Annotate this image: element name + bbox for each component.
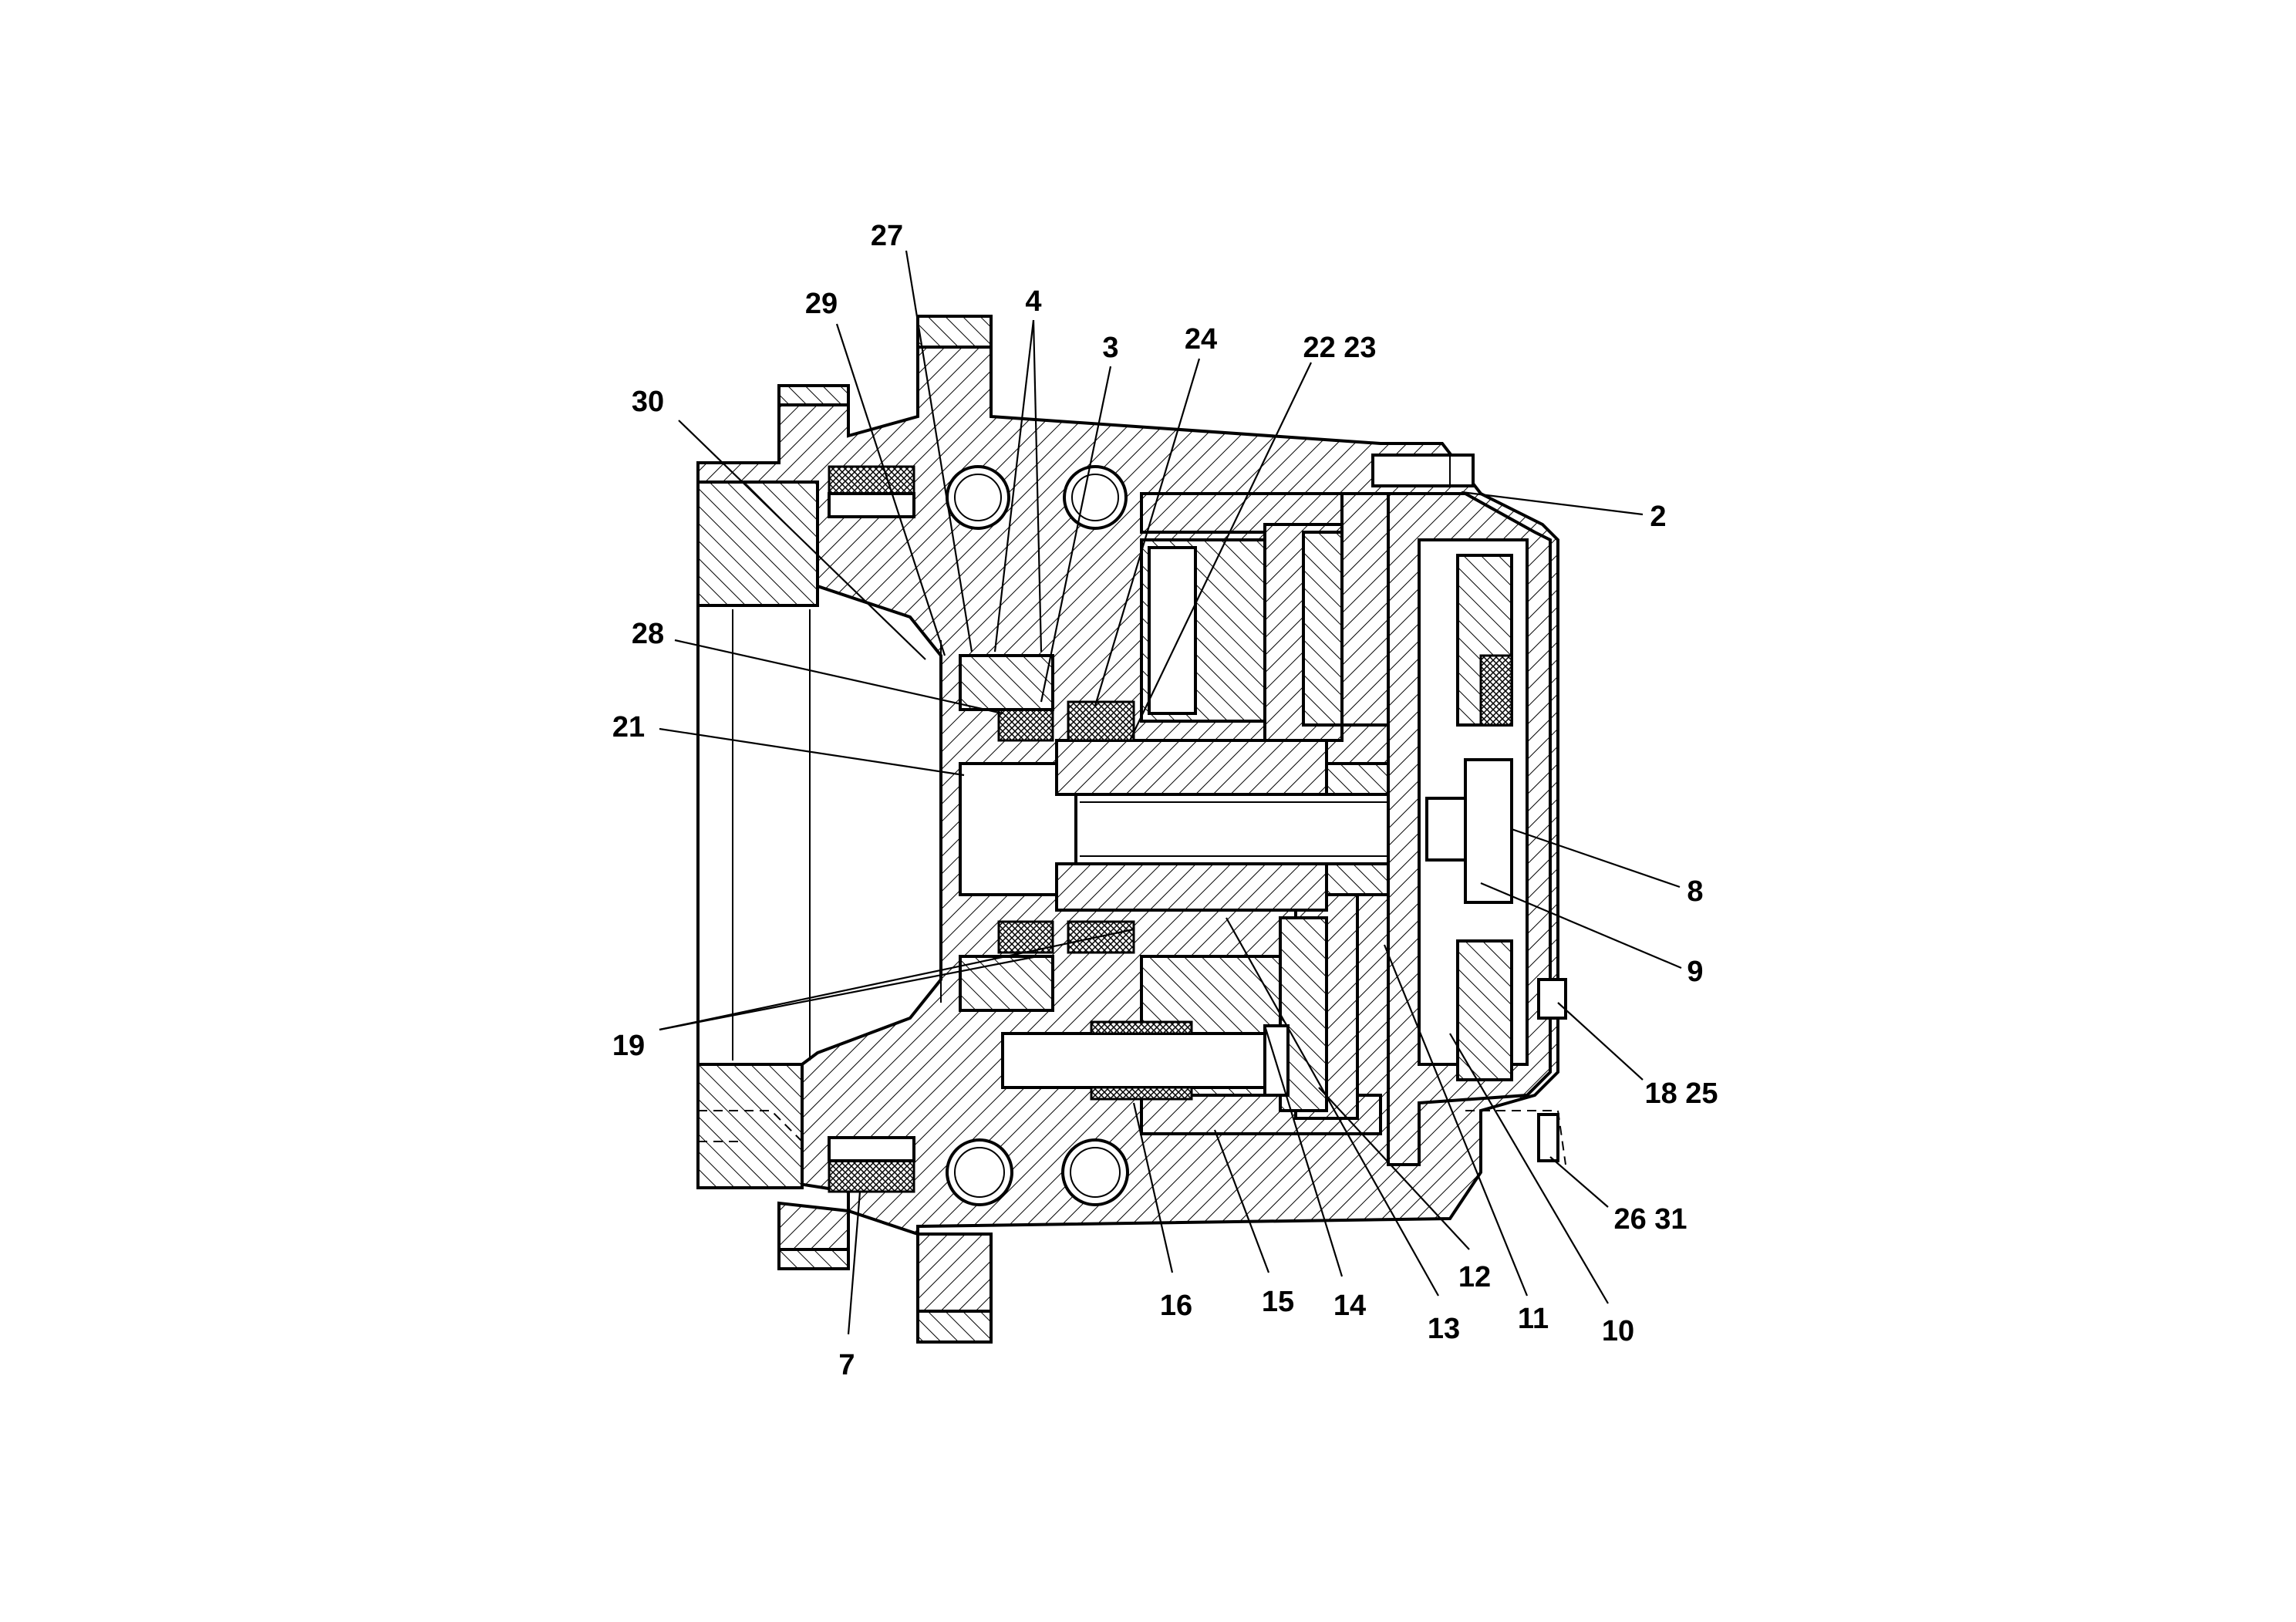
callout-19: 19 — [612, 1030, 645, 1062]
brake-springs — [959, 654, 1135, 1012]
callout-10: 10 — [1602, 1315, 1634, 1347]
callout-24: 24 — [1185, 323, 1217, 356]
callout-12: 12 — [1458, 1261, 1491, 1293]
callout-26-31: 26 31 — [1613, 1203, 1687, 1236]
callout-22-23: 22 23 — [1303, 332, 1376, 364]
leader-lines — [659, 250, 1682, 1335]
callout-29: 29 — [805, 288, 838, 320]
callout-15: 15 — [1262, 1286, 1294, 1318]
flange-holes — [698, 315, 1566, 1344]
cover — [1371, 454, 1567, 1166]
callout-30: 30 — [632, 386, 664, 418]
callout-9: 9 — [1687, 956, 1703, 988]
callout-13: 13 — [1428, 1313, 1460, 1345]
callout-7: 7 — [838, 1349, 855, 1381]
callout-8: 8 — [1687, 875, 1703, 908]
callout-21: 21 — [612, 711, 645, 744]
callout-3: 3 — [1102, 332, 1118, 364]
callout-18-25: 18 25 — [1644, 1077, 1718, 1110]
callout-16: 16 — [1160, 1290, 1192, 1322]
main-bearings — [946, 465, 1129, 1206]
callout-28: 28 — [632, 618, 664, 650]
callout-14: 14 — [1333, 1290, 1366, 1322]
floating-seals — [828, 465, 915, 1193]
callout-2: 2 — [1650, 501, 1666, 533]
carrier-bolt — [1001, 1020, 1290, 1101]
callout-27: 27 — [871, 220, 903, 252]
callout-11: 11 — [1518, 1303, 1549, 1335]
callout-4: 4 — [1025, 285, 1041, 318]
callout-labels: 27 29 4 3 24 22 23 30 2 28 21 8 9 19 18 … — [612, 220, 1718, 1381]
